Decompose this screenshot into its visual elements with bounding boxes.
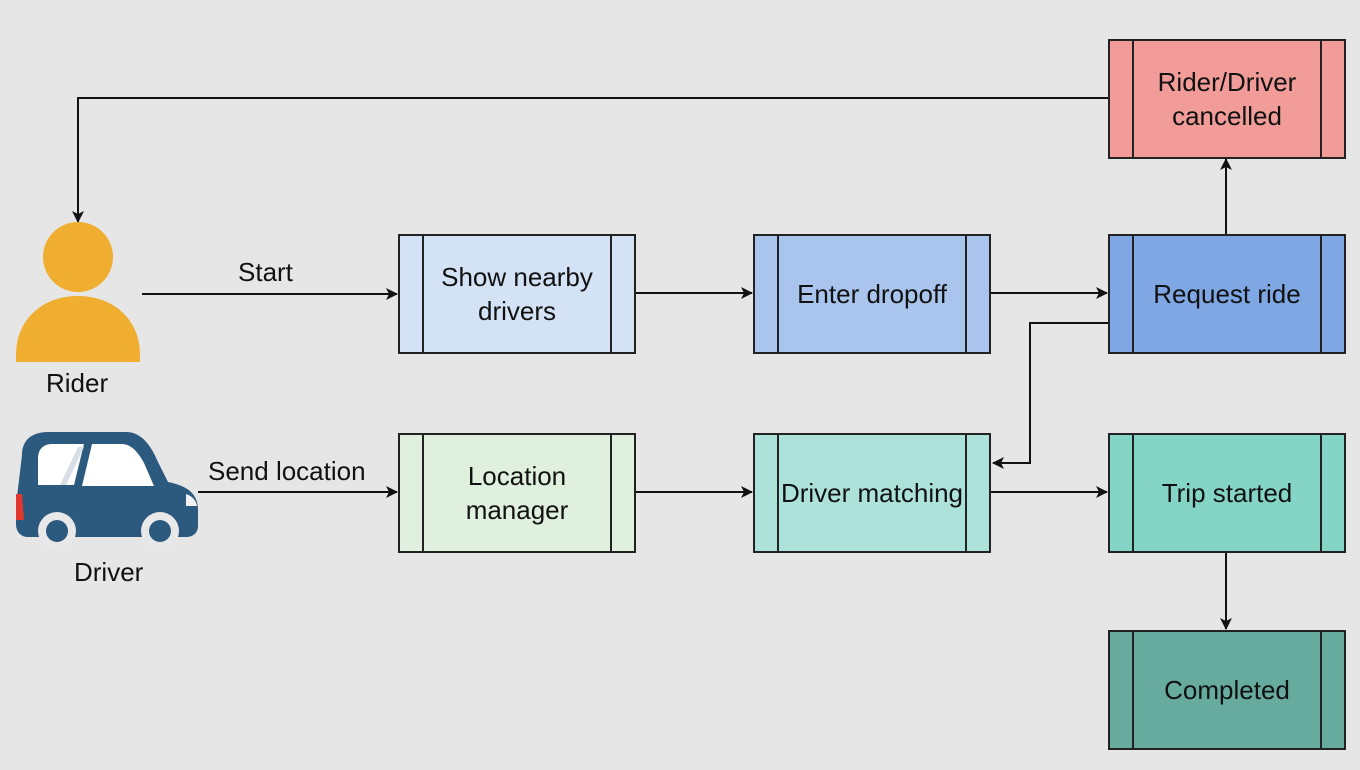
car-window-front <box>38 444 84 485</box>
node-label: Request ride <box>1153 279 1301 309</box>
arrow-request-to-matching <box>992 322 1109 469</box>
node-request-ride: Request ride <box>1108 234 1346 354</box>
node-enter-dropoff: Enter dropoff <box>753 234 991 354</box>
car-icon <box>16 432 198 550</box>
person-head <box>43 222 113 292</box>
node-label: Enter dropoff <box>797 279 947 309</box>
node-show-nearby-drivers: Show nearby drivers <box>398 234 636 354</box>
node-label: Rider/Driver cancelled <box>1157 67 1297 131</box>
car-hub-front <box>149 520 171 542</box>
node-driver-matching: Driver matching <box>753 433 991 553</box>
node-label: Location manager <box>465 461 569 525</box>
car-front-light <box>186 494 197 506</box>
person-icon <box>16 222 140 362</box>
node-location-manager: Location manager <box>398 433 636 553</box>
node-label: Driver matching <box>780 478 964 508</box>
node-label: Show nearby drivers <box>441 262 593 326</box>
person-body <box>16 296 140 362</box>
driver-label: Driver <box>74 557 144 587</box>
arrow-cancelled-to-rider <box>72 97 1109 223</box>
car-hub-rear <box>46 520 68 542</box>
edge-label-start: Start <box>238 257 293 287</box>
node-completed: Completed <box>1108 630 1346 750</box>
rider-label: Rider <box>46 368 109 398</box>
node-trip-started: Trip started <box>1108 433 1346 553</box>
node-label: Completed <box>1164 675 1290 705</box>
car-window-rear <box>82 444 154 486</box>
car-rear-light <box>16 494 24 520</box>
car-window-glare <box>60 447 84 485</box>
node-rider-driver-cancelled: Rider/Driver cancelled <box>1108 39 1346 159</box>
node-label: Trip started <box>1161 478 1293 508</box>
edge-label-send-location: Send location <box>208 456 366 486</box>
